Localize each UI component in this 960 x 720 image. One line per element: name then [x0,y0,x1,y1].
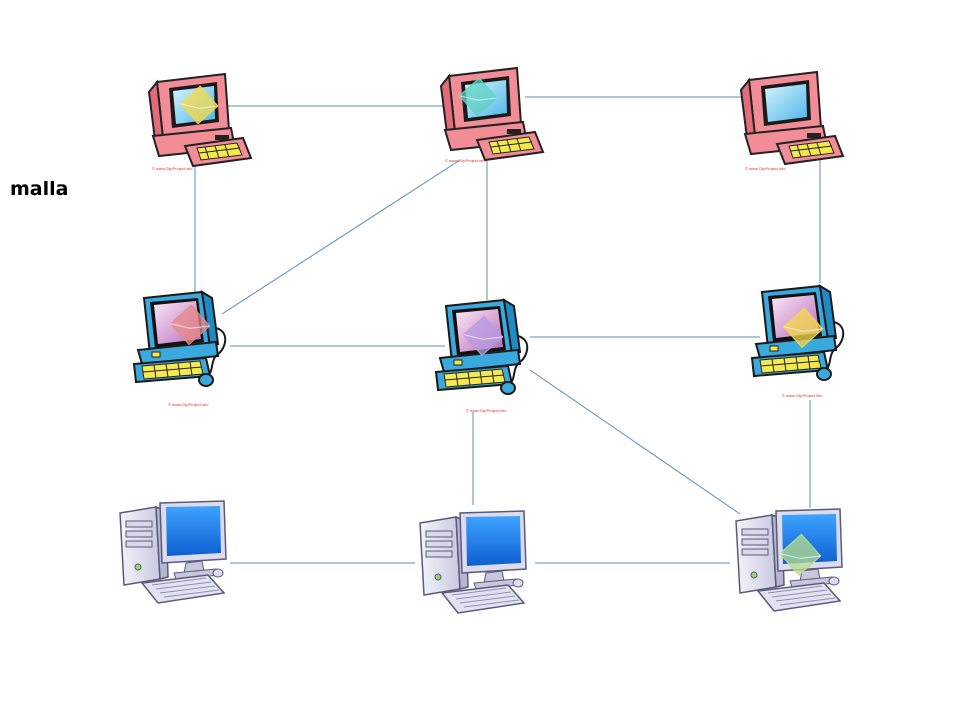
credit-text: © www.ClipProject.info [466,408,507,413]
node-pc-top-left: © www.ClipProject.info [148,73,252,171]
node-pc-bot-right [735,508,843,612]
link-mid-center-bot-right [529,369,741,515]
node-pc-top-center: © www.ClipProject.info [440,67,544,163]
credit-text: © www.ClipProject.info [782,393,823,398]
node-pc-mid-center: © www.ClipProject.info [435,299,529,413]
credit-text: © www.ClipProject.info [152,166,193,171]
credit-text: © www.ClipProject.info [445,158,486,163]
node-pc-mid-left: © www.ClipProject.info [133,291,227,407]
links [194,96,821,564]
node-pc-mid-right: © www.ClipProject.info [751,285,845,398]
credit-text: © www.ClipProject.info [745,166,786,171]
diagram-title: malla [10,178,69,200]
node-pc-top-right: © www.ClipProject.info [740,71,844,171]
credit-text: © www.ClipProject.info [168,402,209,407]
node-pc-bot-left [119,500,227,604]
link-top-center-mid-left [221,159,461,315]
node-pc-bot-center [419,510,527,614]
